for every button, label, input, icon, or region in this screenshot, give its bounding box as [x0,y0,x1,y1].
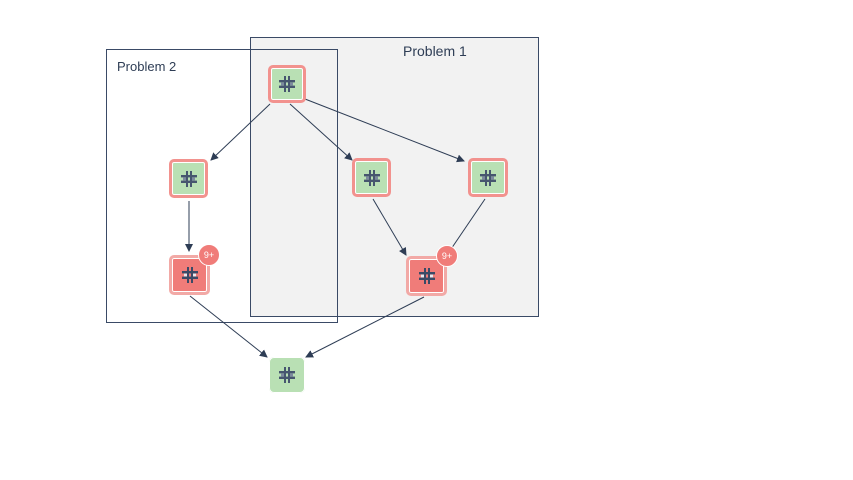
service-icon [181,267,198,283]
service-icon [480,169,496,186]
group-problem-2[interactable] [106,49,338,323]
node-right-mid[interactable] [468,158,508,197]
group-label-problem-1: Problem 1 [403,43,467,59]
edge-top-to-center-mid [289,103,353,161]
service-icon [180,170,197,187]
error-count-badge: 9+ [198,244,220,266]
edge-center-mid-to-right-error [372,198,407,256]
edge-left-error-to-bottom [189,295,268,358]
node-center-mid[interactable] [352,158,391,197]
group-label-problem-2: Problem 2 [117,59,177,74]
node-top[interactable] [268,65,306,103]
node-bottom[interactable] [269,357,305,393]
service-icon [418,268,435,284]
edge-top-to-left-mid [210,103,271,161]
node-left-mid[interactable] [169,159,208,198]
service-icon [279,367,295,383]
service-icon [279,76,295,92]
edge-right-mid-to-right-error [446,198,486,256]
edge-right-error-to-bottom [305,296,425,358]
error-count-badge: 9+ [436,245,458,267]
service-icon [363,169,380,186]
edge-top-to-right-mid [304,98,465,163]
